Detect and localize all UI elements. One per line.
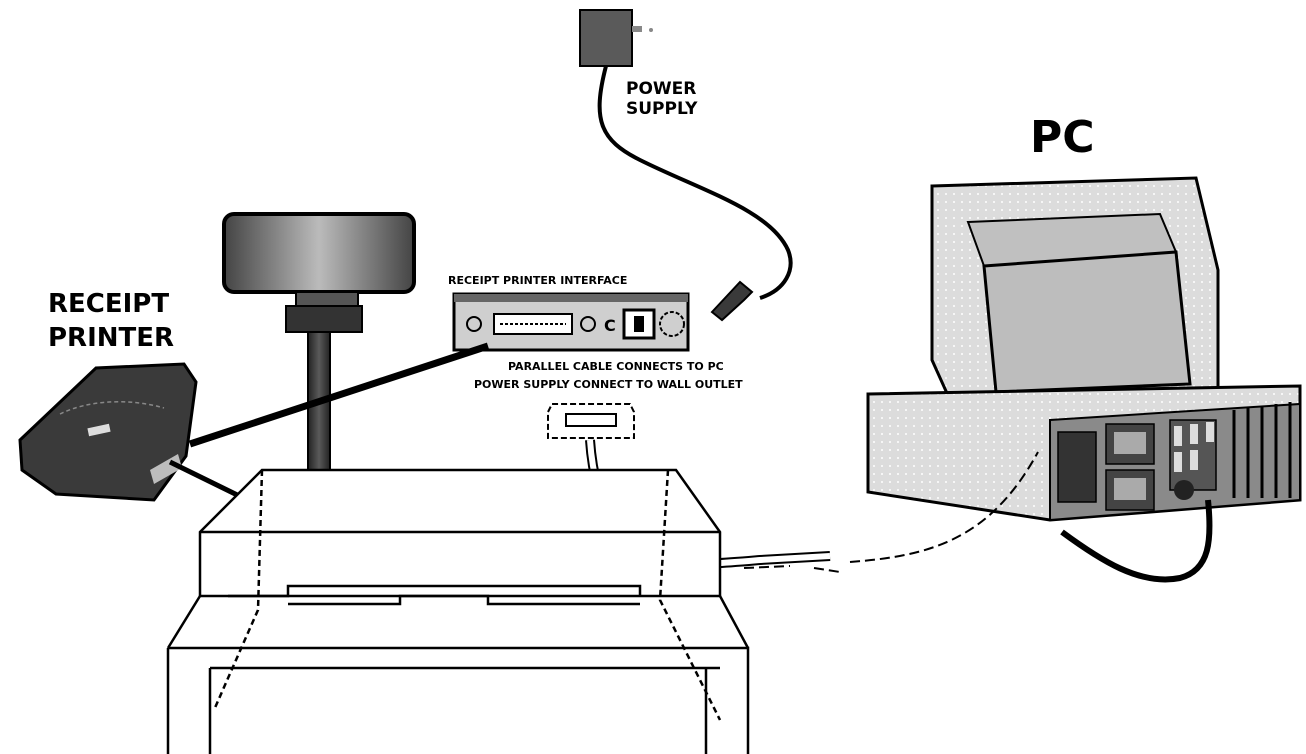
connection-notes: PARALLEL CABLE CONNECTS TO PC POWER SUPP… (474, 360, 743, 391)
pc-monitor (930, 176, 1228, 420)
receipt-printer-label: RECEIPT PRINTER (48, 289, 178, 353)
parallel-cable-to-pc (743, 451, 1039, 573)
power-cable (597, 65, 793, 300)
pc-label: PC (1030, 112, 1095, 163)
cash-drawer-counter (166, 468, 750, 754)
pole-display (222, 212, 416, 523)
pc-case (866, 384, 1302, 522)
power-plug (710, 280, 754, 322)
power-supply-adapter (579, 9, 653, 67)
interface-to-printer-cable (188, 342, 490, 448)
receipt-printer (18, 362, 198, 502)
power-supply-label: POWER SUPPLY (626, 79, 702, 119)
svg-text:C: C (604, 316, 616, 335)
receipt-printer-interface-box: C (452, 292, 690, 352)
pc-power-cord (1060, 499, 1213, 583)
parallel-cable-connector (547, 403, 635, 439)
interface-title: RECEIPT PRINTER INTERFACE (448, 274, 627, 287)
